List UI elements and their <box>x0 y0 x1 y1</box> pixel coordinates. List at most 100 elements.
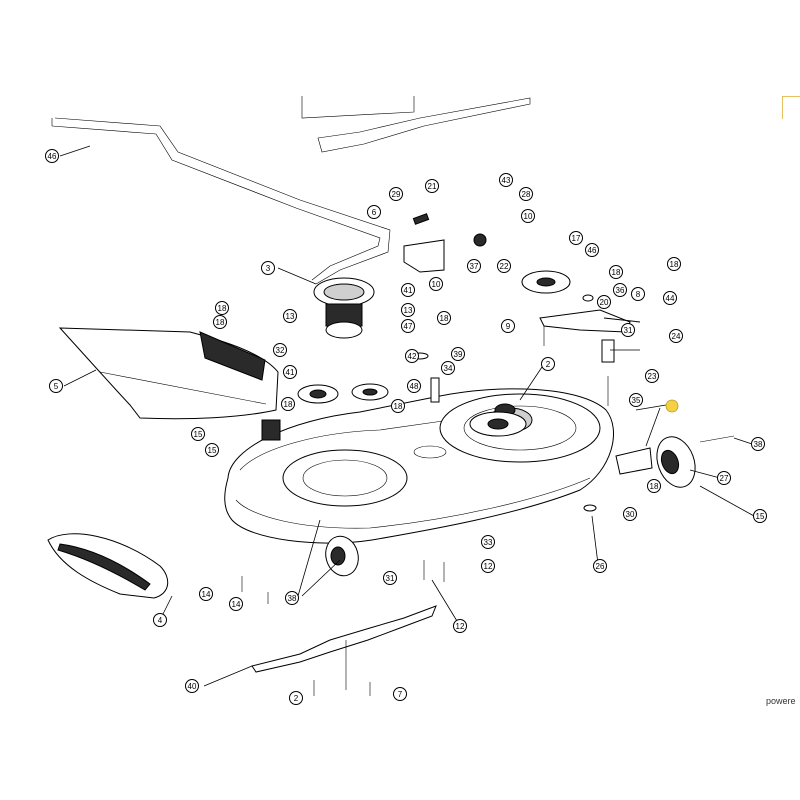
callout-43: 43 <box>499 173 513 187</box>
callout-35: 35 <box>629 393 643 407</box>
callout-21: 21 <box>425 179 439 193</box>
callout-label: 13 <box>286 312 295 321</box>
callout-label: 3 <box>266 264 271 273</box>
callout-31: 31 <box>383 571 397 585</box>
callout-label: 31 <box>386 574 395 583</box>
callout-label: 31 <box>624 326 633 335</box>
callout-18: 18 <box>215 301 229 315</box>
callout-label: 30 <box>626 510 635 519</box>
highlight-marker <box>665 399 679 413</box>
callout-label: 17 <box>572 234 581 243</box>
callout-label: 10 <box>432 280 441 289</box>
callout-label: 38 <box>288 594 297 603</box>
callout-label: 10 <box>524 212 533 221</box>
callout-23: 23 <box>645 369 659 383</box>
callout-36: 36 <box>613 283 627 297</box>
callout-label: 27 <box>720 474 729 483</box>
callout-7: 7 <box>393 687 407 701</box>
callout-31: 31 <box>621 323 635 337</box>
callout-label: 18 <box>284 400 293 409</box>
corner-frame-mark <box>782 96 800 119</box>
footer-text: powere <box>766 696 796 706</box>
callout-label: 24 <box>672 332 681 341</box>
callout-label: 33 <box>484 538 493 547</box>
callout-label: 5 <box>54 382 59 391</box>
callout-8: 8 <box>631 287 645 301</box>
drive-belt <box>51 117 391 285</box>
callout-27: 27 <box>717 471 731 485</box>
callout-label: 12 <box>456 622 465 631</box>
callout-12: 12 <box>453 619 467 633</box>
callout-18: 18 <box>667 257 681 271</box>
callout-28: 28 <box>519 187 533 201</box>
callout-22: 22 <box>497 259 511 273</box>
callout-18: 18 <box>213 315 227 329</box>
callout-label: 48 <box>410 382 419 391</box>
callout-40: 40 <box>185 679 199 693</box>
callout-44: 44 <box>663 291 677 305</box>
callout-label: 38 <box>754 440 763 449</box>
callout-9: 9 <box>501 319 515 333</box>
mower-blade <box>251 605 437 696</box>
callout-label: 42 <box>408 352 417 361</box>
callout-label: 40 <box>188 682 197 691</box>
callout-2: 2 <box>541 357 555 371</box>
callout-label: 13 <box>404 306 413 315</box>
callout-24: 24 <box>669 329 683 343</box>
callout-label: 22 <box>500 262 509 271</box>
callout-18: 18 <box>437 311 451 325</box>
callout-13: 13 <box>283 309 297 323</box>
callout-47: 47 <box>401 319 415 333</box>
brackets <box>403 239 641 333</box>
callout-13: 13 <box>401 303 415 317</box>
bolts <box>241 326 545 604</box>
callout-15: 15 <box>191 427 205 441</box>
callout-48: 48 <box>407 379 421 393</box>
leader-lines <box>59 145 755 687</box>
callout-15: 15 <box>753 509 767 523</box>
callout-label: 15 <box>208 446 217 455</box>
callout-label: 41 <box>404 286 413 295</box>
callout-label: 8 <box>636 290 641 299</box>
callout-18: 18 <box>281 397 295 411</box>
callout-label: 18 <box>216 318 225 327</box>
pulleys <box>297 270 571 437</box>
callout-18: 18 <box>609 265 623 279</box>
callout-label: 26 <box>596 562 605 571</box>
callout-2: 2 <box>289 691 303 705</box>
callout-label: 47 <box>404 322 413 331</box>
callout-label: 2 <box>546 360 551 369</box>
callout-label: 32 <box>276 346 285 355</box>
mower-deck <box>224 388 614 544</box>
callout-label: 21 <box>428 182 437 191</box>
callout-label: 20 <box>600 298 609 307</box>
callout-14: 14 <box>199 587 213 601</box>
callout-label: 6 <box>372 208 377 217</box>
callout-label: 18 <box>670 260 679 269</box>
callout-label: 18 <box>650 482 659 491</box>
callout-label: 15 <box>756 512 765 521</box>
callout-label: 23 <box>648 372 657 381</box>
callout-4: 4 <box>153 613 167 627</box>
callout-18: 18 <box>391 399 405 413</box>
callout-label: 29 <box>392 190 401 199</box>
callout-label: 46 <box>48 152 57 161</box>
callout-5: 5 <box>49 379 63 393</box>
callout-17: 17 <box>569 231 583 245</box>
callout-15: 15 <box>205 443 219 457</box>
callout-46: 46 <box>585 243 599 257</box>
callout-label: 14 <box>202 590 211 599</box>
callout-label: 15 <box>194 430 203 439</box>
callout-label: 35 <box>632 396 641 405</box>
callout-18: 18 <box>647 479 661 493</box>
callout-33: 33 <box>481 535 495 549</box>
callout-label: 44 <box>666 294 675 303</box>
callout-41: 41 <box>401 283 415 297</box>
callout-label: 18 <box>440 314 449 323</box>
callout-label: 43 <box>502 176 511 185</box>
callout-37: 37 <box>467 259 481 273</box>
callout-10: 10 <box>521 209 535 223</box>
callout-label: 18 <box>218 304 227 313</box>
callout-12: 12 <box>481 559 495 573</box>
